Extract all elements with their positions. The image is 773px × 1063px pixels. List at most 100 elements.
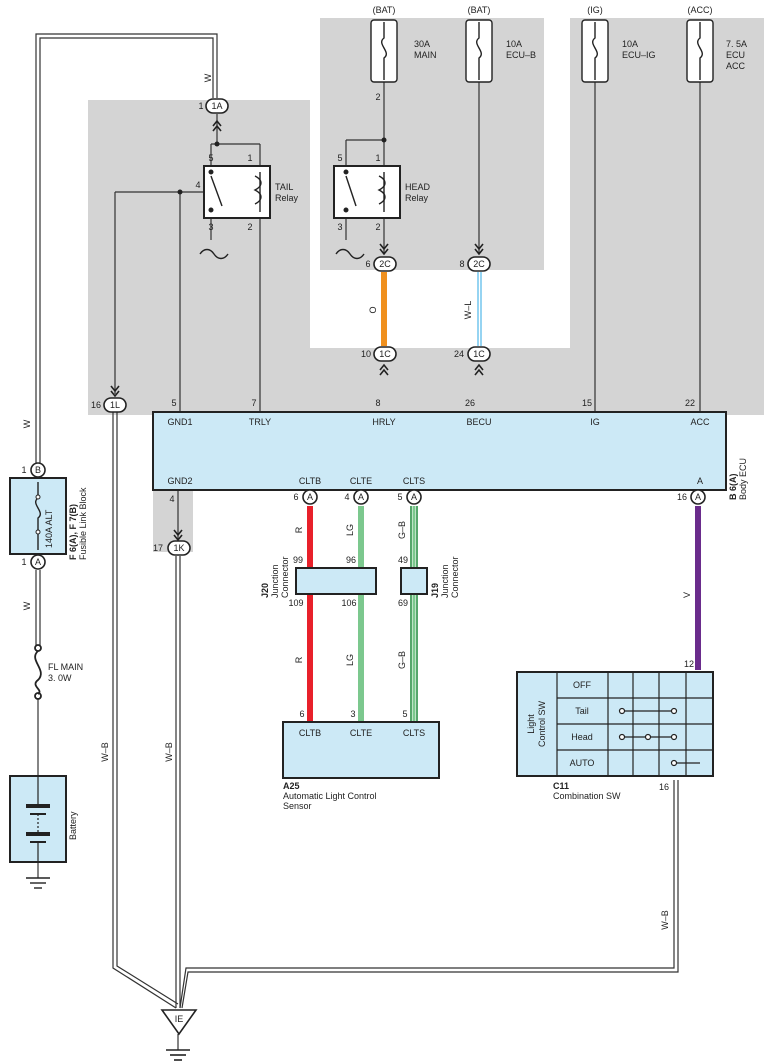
- pin-j20-96: 96: [346, 555, 356, 565]
- pin-cltb: 6: [293, 492, 298, 502]
- pin-sensor-6: 6: [299, 709, 304, 719]
- ground-ie-icon: [160, 1009, 198, 1061]
- pin-1a: 1: [198, 101, 203, 111]
- head-relay: [333, 165, 401, 219]
- pin-clts: 5: [397, 492, 402, 502]
- tail-relay-name: TAIL: [275, 182, 293, 192]
- head-relay-name: HEAD: [405, 182, 431, 192]
- ecu-term-clts: CLTS: [403, 476, 425, 486]
- j19-name-1: Junction: [440, 564, 450, 598]
- ecu-term-ig: IG: [590, 417, 600, 427]
- switch-row-auto: AUTO: [570, 758, 595, 768]
- ecu-term-a: A: [697, 476, 703, 486]
- fl-main-name: FL MAIN: [48, 662, 83, 672]
- pin-trly: 7: [251, 398, 256, 408]
- sensor-term-clte: CLTE: [350, 728, 372, 738]
- pin-head-5: 5: [337, 153, 342, 163]
- fuse-main-name: MAIN: [414, 50, 437, 60]
- pin-gnd1: 5: [171, 398, 176, 408]
- pin-2c-left: 6: [365, 259, 370, 269]
- pin-tail-2: 2: [247, 222, 252, 232]
- switch-row-tail: Tail: [575, 706, 589, 716]
- ecu-name: Body ECU: [738, 458, 748, 500]
- switch-row-head: Head: [571, 732, 593, 742]
- connector-a-cltb: A: [307, 492, 313, 502]
- battery-icon: [9, 775, 67, 863]
- pin-j19-69: 69: [398, 598, 408, 608]
- fuse-ecuacc-icon: [686, 19, 714, 83]
- ecu-term-hrly: HRLY: [372, 417, 395, 427]
- pin-tail-1: 1: [247, 153, 252, 163]
- wire-label-gb-2: G–B: [397, 651, 407, 669]
- pin-1c-right: 24: [454, 349, 464, 359]
- connector-2c-right: 2C: [473, 259, 485, 269]
- j20-code: J20: [260, 583, 270, 598]
- wire-label-wl: W–L: [463, 301, 473, 320]
- pin-head-3: 3: [337, 222, 342, 232]
- wire-label-o: O: [368, 306, 378, 313]
- fuse-ecuacc-name2: ACC: [726, 61, 746, 71]
- pin-fuse-a: 1: [21, 557, 26, 567]
- pin-2c-right: 8: [459, 259, 464, 269]
- switch-name: Combination SW: [553, 791, 621, 801]
- pin-tail-4: 4: [195, 180, 200, 190]
- pin-j20-109: 109: [288, 598, 303, 608]
- fuse-ecub-icon: [465, 19, 493, 83]
- ecu-term-acc: ACC: [690, 417, 710, 427]
- pin-1l: 16: [91, 400, 101, 410]
- connector-a-clte: A: [358, 492, 364, 502]
- pin-becu: 26: [465, 398, 475, 408]
- source-ig: (IG): [587, 5, 603, 15]
- fuse-ecuacc-name1: ECU: [726, 50, 745, 60]
- pin-head-1: 1: [375, 153, 380, 163]
- wire-label-r-1: R: [294, 526, 304, 533]
- combination-switch: [516, 671, 714, 777]
- sensor-term-clts: CLTS: [403, 728, 425, 738]
- head-relay-ground-icon: [335, 248, 365, 260]
- connector-a-clts: A: [411, 492, 417, 502]
- tail-relay-ground-icon: [199, 248, 229, 260]
- source-acc: (ACC): [688, 5, 713, 15]
- pin-fuse-b: 1: [21, 465, 26, 475]
- ecu-term-cltb: CLTB: [299, 476, 321, 486]
- fusible-link-block: [9, 477, 67, 555]
- tail-relay: [203, 165, 271, 219]
- light-sensor-box: [282, 721, 440, 779]
- connector-b: B: [35, 465, 41, 475]
- wire-label-w-top: W: [203, 73, 213, 82]
- wire-label-lg-2: LG: [345, 654, 355, 666]
- pin-a: 16: [677, 492, 687, 502]
- junction-connectors: [295, 567, 428, 595]
- pin-ig: 15: [582, 398, 592, 408]
- head-relay-type: Relay: [405, 193, 429, 203]
- wire-label-gb-1: G–B: [397, 521, 407, 539]
- wire-label-wb-3: W–B: [660, 910, 670, 930]
- connector-1a: 1A: [211, 101, 222, 111]
- battery-label: Battery: [68, 811, 78, 840]
- connector-a-fuse: A: [35, 557, 41, 567]
- wire-label-wb-1: W–B: [100, 742, 110, 762]
- tail-relay-type: Relay: [275, 193, 299, 203]
- pin-tail-5: 5: [208, 153, 213, 163]
- wire-label-w-mid: W: [22, 419, 32, 428]
- sensor-code: A25: [283, 781, 300, 791]
- pin-gnd2: 4: [169, 494, 174, 504]
- pin-switch-16: 16: [659, 782, 669, 792]
- pin-switch-12: 12: [684, 659, 694, 669]
- fuse-symbols: [370, 19, 714, 83]
- ecu-term-gnd2: GND2: [167, 476, 192, 486]
- connector-1c-right: 1C: [473, 349, 485, 359]
- fuse-ecub-rating: 10A: [506, 39, 522, 49]
- pin-1c-left: 10: [361, 349, 371, 359]
- fl-main-rating: 3. 0W: [48, 673, 72, 683]
- connector-1k: 1K: [173, 543, 184, 553]
- j19-code: J19: [430, 583, 440, 598]
- ecu-term-clte: CLTE: [350, 476, 372, 486]
- shaded-regions: [88, 18, 764, 552]
- colored-wires: [307, 272, 701, 722]
- ecu-term-gnd1: GND1: [167, 417, 192, 427]
- fuse-main-rating: 30A: [414, 39, 430, 49]
- fusible-block-name: Fusible Link Block: [78, 487, 88, 560]
- pin-sensor-3: 3: [350, 709, 355, 719]
- j20-name-2: Connector: [280, 556, 290, 598]
